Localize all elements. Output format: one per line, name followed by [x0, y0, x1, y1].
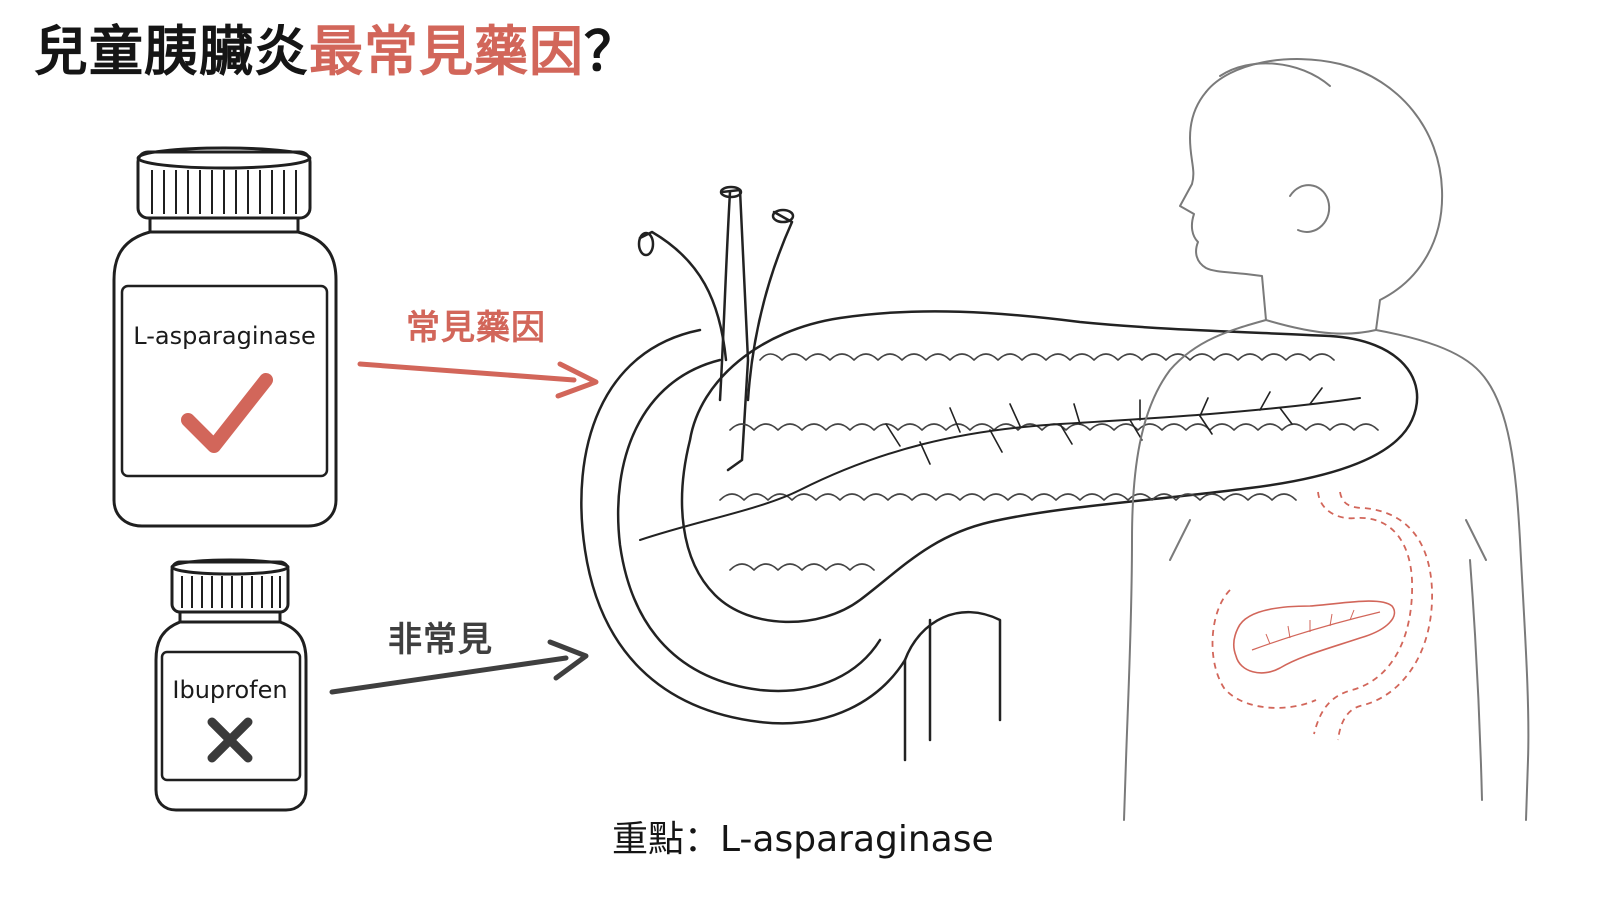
page-title: 兒童胰臟炎最常見藥因？ — [34, 22, 639, 81]
pancreas-illustration — [580, 185, 1419, 762]
cross-icon — [207, 717, 253, 763]
common-arrow — [357, 361, 599, 399]
uncommon-arrow — [329, 639, 589, 695]
duodenum — [580, 328, 907, 762]
pancreas — [680, 310, 1419, 624]
title-part-3: ？ — [584, 20, 639, 83]
check-icon — [181, 373, 273, 453]
pancreatic-duct — [639, 397, 1361, 541]
uncommon-cause-label: 非常見 — [388, 620, 493, 660]
key-point-note: 重點：L-asparaginase — [612, 819, 994, 860]
bile-duct — [720, 188, 750, 472]
bottle-label-l-asparaginase: L-asparaginase — [133, 322, 316, 350]
mini-pancreas — [1233, 600, 1396, 674]
child-silhouette — [1123, 58, 1530, 821]
ibuprofen-bottle — [154, 558, 308, 812]
common-cause-label: 常見藥因 — [406, 308, 546, 348]
l-asparaginase-bottle — [112, 146, 338, 528]
title-part-1: 兒童胰臟炎 — [34, 20, 309, 83]
bottle-label-ibuprofen: Ibuprofen — [172, 676, 288, 704]
title-part-2: 最常見藥因 — [309, 20, 584, 83]
organ-overlay — [1211, 491, 1433, 741]
